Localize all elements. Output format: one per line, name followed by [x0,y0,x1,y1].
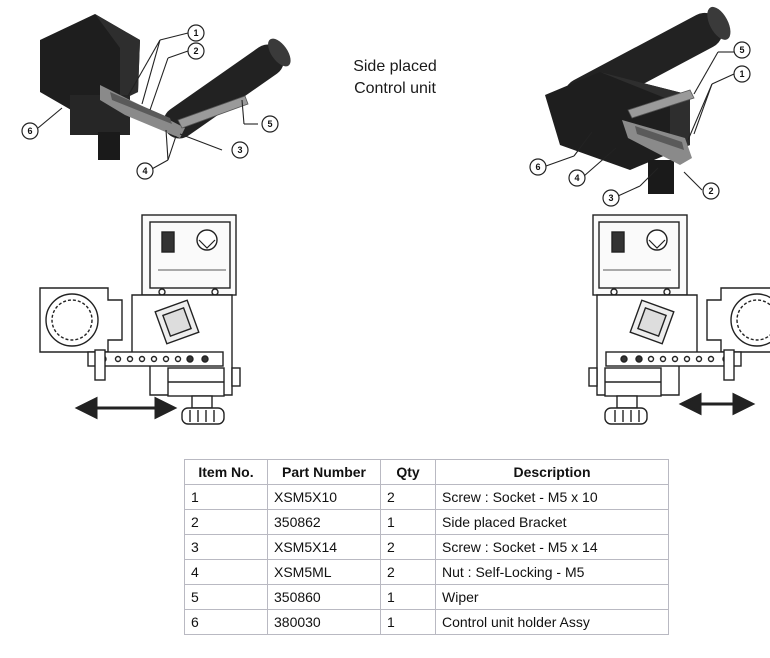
callout-6-left: 6 [21,122,39,140]
callout-5-right: 5 [733,41,751,59]
svg-text:6: 6 [535,162,540,172]
svg-text:4: 4 [142,166,147,176]
callout-4-left: 4 [136,162,154,180]
cell-qty: 2 [380,534,436,560]
callout-6-right: 6 [529,158,547,176]
cell-part-number: 350862 [267,509,381,535]
callout-4-right: 4 [568,169,586,187]
diagram-title: Side placed Control unit [330,56,460,100]
table-header-row: Item No. Part Number Qty Description [184,459,669,485]
callout-1-right: 1 [733,65,751,83]
cell-qty: 1 [380,584,436,610]
callout-3-right: 3 [602,189,620,207]
direction-arrow-left [74,396,178,420]
parts-table: Item No. Part Number Qty Description 1 X… [184,459,669,635]
cell-qty: 1 [380,609,436,635]
svg-text:3: 3 [608,193,613,203]
cell-qty: 1 [380,509,436,535]
svg-text:2: 2 [193,46,198,56]
table-row: 1 XSM5X10 2 Screw : Socket - M5 x 10 [184,484,669,510]
table-row: 2 350862 1 Side placed Bracket [184,509,669,535]
cell-item-no: 4 [184,559,268,585]
callouts-right: 5 1 6 4 3 2 [529,41,751,207]
cell-item-no: 2 [184,509,268,535]
svg-text:3: 3 [237,145,242,155]
cell-part-number: XSM5ML [267,559,381,585]
title-line-1: Side placed [353,58,437,75]
cell-part-number: XSM5X10 [267,484,381,510]
cell-qty: 2 [380,484,436,510]
cell-item-no: 1 [184,484,268,510]
svg-text:5: 5 [267,119,272,129]
cell-part-number: XSM5X14 [267,534,381,560]
leader-lines-left [37,32,258,171]
cell-description: Side placed Bracket [435,509,669,535]
cell-part-number: 350860 [267,584,381,610]
table-row: 3 XSM5X14 2 Screw : Socket - M5 x 14 [184,534,669,560]
svg-text:5: 5 [739,45,744,55]
iso-view-left [40,14,291,160]
callout-2-left: 2 [187,42,205,60]
callout-3-left: 3 [231,141,249,159]
cell-description: Wiper [435,584,669,610]
svg-text:1: 1 [193,28,198,38]
callout-5-left: 5 [261,115,279,133]
cell-description: Screw : Socket - M5 x 14 [435,534,669,560]
cell-part-number: 380030 [267,609,381,635]
callouts-left: 1 2 3 4 5 6 [21,24,279,180]
table-row: 6 380030 1 Control unit holder Assy [184,609,669,635]
callout-1-left: 1 [187,24,205,42]
cell-item-no: 5 [184,584,268,610]
svg-text:4: 4 [574,173,579,183]
header-description: Description [435,459,669,485]
title-line-2: Control unit [354,80,436,97]
header-item-no: Item No. [184,459,268,485]
cell-description: Control unit holder Assy [435,609,669,635]
svg-text:6: 6 [27,126,32,136]
cell-qty: 2 [380,559,436,585]
header-qty: Qty [380,459,436,485]
direction-arrow-right [678,392,756,416]
leader-lines-right [545,51,735,197]
side-view-right [588,214,770,425]
callout-2-right: 2 [702,182,720,200]
side-view-left [39,214,241,425]
cell-item-no: 6 [184,609,268,635]
table-row: 4 XSM5ML 2 Nut : Self-Locking - M5 [184,559,669,585]
table-row: 5 350860 1 Wiper [184,584,669,610]
svg-text:2: 2 [708,186,713,196]
cell-item-no: 3 [184,534,268,560]
svg-text:1: 1 [739,69,744,79]
cell-description: Nut : Self-Locking - M5 [435,559,669,585]
cell-description: Screw : Socket - M5 x 10 [435,484,669,510]
header-part-number: Part Number [267,459,381,485]
